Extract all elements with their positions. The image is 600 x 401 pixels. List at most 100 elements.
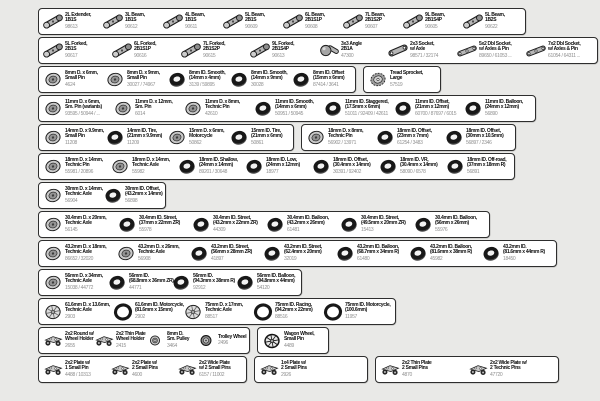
part-number: 90612 <box>125 23 138 30</box>
part-title-line1: 75mm D. x 17mm, <box>205 301 243 308</box>
tire-icon <box>106 274 128 291</box>
part-title-line1: 18mm D. x 14mm, <box>132 156 170 163</box>
part-title-line2: Technic Axle <box>205 307 232 314</box>
part-title-line2: (37mm x 18mm R) <box>467 162 506 169</box>
part-title-line2: (14mm x 4mm) <box>189 75 221 82</box>
part-number: 55978 <box>139 226 152 233</box>
part-title-line2: Technic Axle <box>65 220 92 227</box>
part-number: 50861 <box>251 139 264 146</box>
part-title-line2: 2B1A <box>341 46 353 53</box>
part-title-line2: (30.4mm x 14mm) <box>400 162 438 169</box>
part-title-line2: (43.2mm x 14mm) <box>125 191 163 198</box>
part-title-line1: 7L Beam, <box>365 11 385 18</box>
part-title-line1: 18mm ID. Off-road, <box>467 156 507 163</box>
part-cell: 18mm ID. VR,(30.4mm x 14mm)58090 / 6578 <box>377 155 444 178</box>
trolley-wheel-icon <box>195 333 217 348</box>
part-number: 3464 <box>167 342 177 349</box>
part-title-line1: 14mm D. x 9.9mm, <box>65 127 104 134</box>
part-label: 15mm ID. Tire,(21mm x 6mm)50861 <box>251 128 283 147</box>
part-number: 90613 <box>272 52 285 59</box>
part-number: 18977 <box>266 168 279 175</box>
part-number: 90608 <box>305 23 318 30</box>
part-title-line1: 3L Beam, <box>125 11 145 18</box>
part-number: 98571 / 32174 <box>410 52 439 59</box>
part-number: 90605 <box>425 23 438 30</box>
part-number: 61481 <box>287 226 300 233</box>
part-title-line2: (21mm x 12mm) <box>415 104 449 111</box>
part-cell: 18mm ID. Shallow,(24mm x 14mm)89201 / 30… <box>176 155 243 178</box>
part-title-line2: (68.8mm x 36mm ZR) <box>129 278 174 285</box>
part-number: 90622 <box>485 23 498 30</box>
part-title-line2: (81.6mm x 15mm) <box>135 307 173 314</box>
link-icon <box>342 13 364 30</box>
part-title-line1: 5x2 Dbl Socket, <box>479 40 512 47</box>
part-title-line1: 43.2mm ID. Street, <box>284 243 322 250</box>
part-number: 56898 <box>125 197 138 204</box>
part-label: 30.4mm ID. Street,(43.2mm x 22mm ZR)4430… <box>213 215 258 234</box>
part-label: 8mm ID. Offset(15mm x 6mm)87414 / 3641 <box>313 70 345 89</box>
part-number: 3139 / 59895 <box>189 81 215 88</box>
wheel-icon <box>42 187 64 204</box>
part-number: 61054 / 64311 ... <box>548 52 581 59</box>
part-title-line2: (56mm x 28mm ZR) <box>211 249 253 256</box>
part-label: 14mm ID. Tire,(21mm x 9.9mm)11209 <box>127 128 162 147</box>
link-icon <box>102 13 124 30</box>
part-title-line1: 43.2mm ID. Balloon, <box>357 243 399 250</box>
part-cell: 14mm ID. Tire,(21mm x 9.9mm)11209 <box>104 126 166 149</box>
part-title-line1: 18mm ID. Shallow, <box>199 156 238 163</box>
tire-icon <box>264 216 286 233</box>
part-title-line1: 9L Forked, <box>272 40 295 47</box>
part-number: 98613 <box>65 23 78 30</box>
part-title-line1: 4L Beam, <box>185 11 205 18</box>
part-title-line2: Small Pin <box>284 336 304 343</box>
part-number: 2655 <box>65 342 75 349</box>
part-number: 47300 <box>341 52 354 59</box>
part-title-line1: 3x3 Angle <box>341 40 362 47</box>
part-title-line1: 5L Beam, <box>245 11 265 18</box>
part-title-line1: 2x2 Round w/ <box>65 330 94 337</box>
part-title-line1: 11mm ID. Staggered, <box>345 98 389 105</box>
part-title-line2: 1 Small Pin <box>65 365 89 372</box>
part-title-line1: 18mm ID. Low, <box>266 156 297 163</box>
part-cell: 8mm ID. Smooth,(14mm x 4mm)3139 / 59895 <box>166 68 228 91</box>
part-number: 56904 <box>65 197 78 204</box>
part-title-line1: 6L Beam, <box>305 11 325 18</box>
part-number: 93595 / 50944 / ... <box>65 110 100 117</box>
part-title-line2: w/ Axles & Pin <box>548 46 578 53</box>
part-title-line2: 1B2S <box>485 17 497 24</box>
wheel-icon <box>166 129 188 146</box>
part-title-line1: 2x2 Plate w/ <box>65 359 90 366</box>
wheel-icon <box>112 100 134 117</box>
part-number: 90607 <box>365 23 378 30</box>
part-number: 11957 <box>345 313 358 320</box>
tire-icon <box>334 245 356 262</box>
wheel-icon <box>42 274 64 291</box>
part-title-line2: (81.6mm x 38mm R) <box>430 249 472 256</box>
part-number: 4488 / 10313 <box>65 371 91 378</box>
part-title-line1: 7x2 Dbl Socket, <box>548 40 581 47</box>
tire-icon <box>322 100 344 117</box>
link-icon <box>282 13 304 30</box>
part-number: 90615 <box>203 52 216 59</box>
part-title-line1: 75mm ID. Racing, <box>275 301 312 308</box>
